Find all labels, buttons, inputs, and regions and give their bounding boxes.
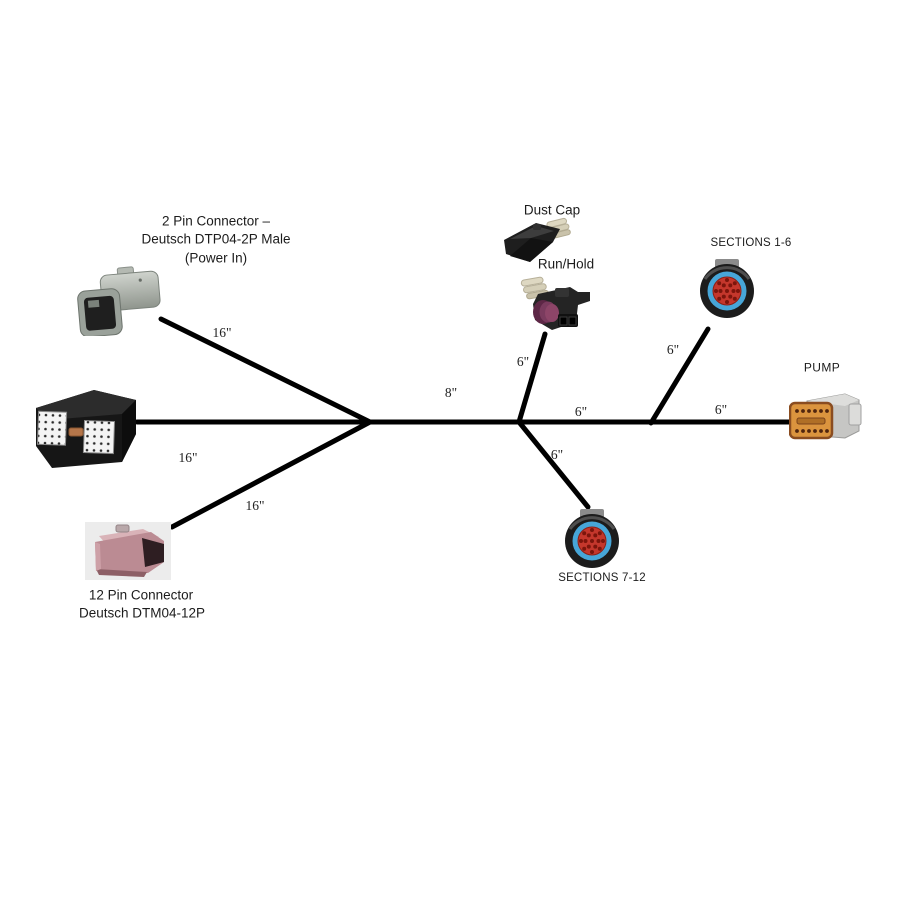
twelve-pin-connector-graphic <box>95 524 164 577</box>
wire-twelve-pin <box>169 419 373 530</box>
power-in-label-line2: Deutsch DTP04-2P Male <box>141 231 291 247</box>
dim-label-main: 8" <box>444 385 458 400</box>
twelve-pin-label-line1: 12 Pin Connector <box>88 587 194 603</box>
twelve-pin-label-line2: Deutsch DTM04-12P <box>78 605 206 621</box>
pump-connector <box>788 391 863 445</box>
sections-1-6-connector <box>695 257 759 321</box>
dust-cap-graphic <box>504 217 571 262</box>
sections-7-12-connector <box>560 507 624 571</box>
power-in-label-line3: (Power In) <box>184 250 248 266</box>
dim-label-sections-1-6: 6" <box>666 342 680 357</box>
dust-cap-connector <box>500 216 572 266</box>
round-connector-graphic <box>700 259 754 318</box>
wire-power-in <box>158 316 373 425</box>
loom-icon <box>520 276 549 300</box>
wire-sections-1-6 <box>648 326 711 426</box>
pump-connector-graphic <box>788 393 862 440</box>
dim-label-power-in: 16" <box>212 325 232 340</box>
run-hold-connector-graphic <box>520 276 590 330</box>
dust-cap-label: Dust Cap <box>523 202 581 218</box>
sections-7-12-label: SECTIONS 7-12 <box>558 572 646 585</box>
dim-label-ecu: 16" <box>178 450 198 465</box>
ecu-module <box>28 384 140 470</box>
two-pin-connector-graphic <box>77 266 161 338</box>
dim-label-twelve-pin: 16" <box>245 498 265 513</box>
dim-label-run-hold: 6" <box>516 354 530 369</box>
dim-label-pump: 6" <box>714 402 728 417</box>
wire-sections-7-12 <box>516 419 591 510</box>
twelve-pin-connector <box>85 522 171 580</box>
run-hold-connector <box>514 274 598 336</box>
sections-1-6-label: SECTIONS 1-6 <box>710 237 792 250</box>
run-hold-label: Run/Hold <box>537 256 595 272</box>
dim-label-mid: 6" <box>574 404 588 419</box>
power-in-connector <box>76 266 164 338</box>
round-connector-graphic <box>565 509 619 568</box>
ecu-module-graphic <box>36 390 136 468</box>
power-in-label-line1: 2 Pin Connector – <box>161 213 271 229</box>
pump-label: PUMP <box>803 360 841 375</box>
wire-run-hold <box>516 331 548 425</box>
dim-label-sections-7-12: 6" <box>550 447 564 462</box>
